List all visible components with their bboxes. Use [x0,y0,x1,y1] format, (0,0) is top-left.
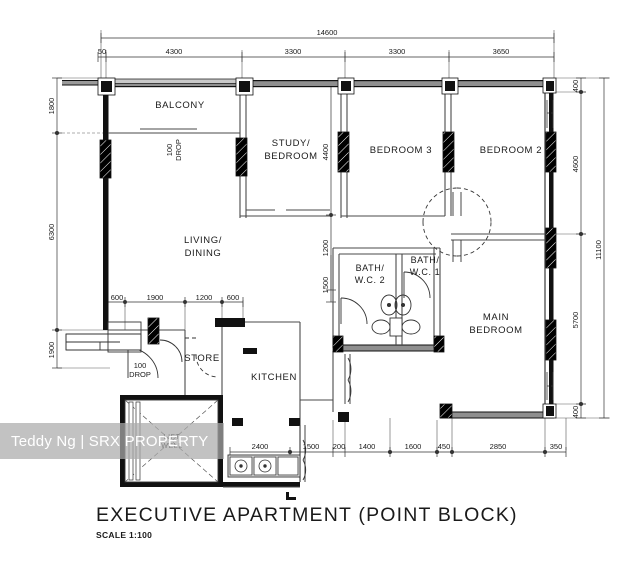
room-label-store: STORE [184,353,220,364]
window-panels [99,131,557,426]
dim-interior-2: 1900 [147,293,164,302]
dim-top-3: 3300 [285,47,302,56]
bathroom-fixtures [371,294,421,337]
room-label-bath-wc-1: BATH/W.C. 1 [410,255,441,277]
dim-interior-3: 1200 [196,293,213,302]
dim-interior-4: 600 [227,293,240,302]
watermark: Teddy Ng | SRX PROPERTY [0,423,224,459]
left-dimension-chain [52,77,110,369]
dim-left-3: 1900 [47,342,56,359]
dim-right-1: 400 [571,80,580,93]
dim-right-3: 5700 [571,312,580,329]
dim-vert-4400: 4400 [321,144,330,161]
drawing-title: EXECUTIVE APARTMENT (POINT BLOCK) [96,504,518,526]
dim-bottom-7: 2850 [490,442,507,451]
dim-bottom-3: 200 [333,442,346,451]
dim-bottom-1: 2400 [252,442,269,451]
dim-left-1: 1800 [47,98,56,115]
side-glazing [546,100,554,400]
dim-right-2: 4600 [571,156,580,173]
bath-vertical-dimension [326,255,336,303]
dim-left-2: 6300 [47,224,56,241]
dim-bottom-6: 450 [438,442,451,451]
dim-right-4: 400 [571,406,580,419]
dim-top-4: 3300 [389,47,406,56]
door-swings [127,187,492,482]
drop-note-balcony: 100DROP [165,139,183,161]
right-dimension-chain [545,77,610,419]
dim-right-overall: 11100 [594,240,603,260]
dim-vert-1500: 1500 [321,277,330,294]
bottom-dimension-chain [229,418,567,457]
room-label-study-bedroom: STUDY/BEDROOM [264,138,317,162]
watermark-text: Teddy Ng | SRX PROPERTY [11,432,209,450]
interior-dimension-chain [107,297,244,335]
room-label-balcony: BALCONY [155,100,205,111]
dim-bottom-4: 1400 [359,442,376,451]
dim-bottom-8: 350 [550,442,563,451]
dim-vert-1200: 1200 [321,240,330,257]
kitchen-fixtures [227,454,301,478]
dim-bottom-5: 1600 [405,442,422,451]
corner-marker-icon [286,492,296,500]
room-label-bedroom-3: BEDROOM 3 [370,145,432,156]
dim-top-overall: 14600 [317,28,338,37]
room-label-living-dining: LIVING/DINING [184,235,222,259]
service-ledge [65,321,142,353]
room-label-kitchen: KITCHEN [251,372,297,383]
dim-top-1: 50 [98,47,106,56]
top-dimension-chain [97,30,555,86]
drawing-scale: SCALE 1:100 [96,530,153,540]
room-label-bedroom-2: BEDROOM 2 [480,145,542,156]
structural-columns [97,77,557,419]
dim-top-2: 4300 [166,47,183,56]
room-label-bath-wc-2: BATH/W.C. 2 [355,263,386,285]
dimension-labels: 14600 50 4300 3300 3300 3650 1800 6300 1… [47,28,603,451]
dim-bottom-2: 1500 [303,442,320,451]
dim-top-5: 3650 [493,47,510,56]
dim-interior-1: 600 [111,293,124,302]
